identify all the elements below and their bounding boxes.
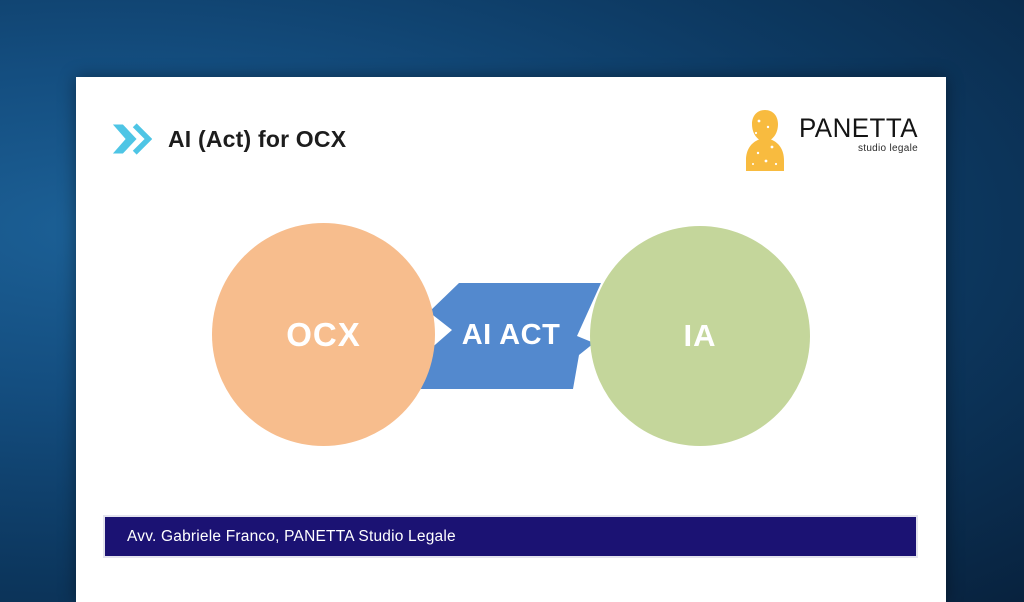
panetta-logo: PANETTA studio legale [744,109,918,171]
footer-text: Avv. Gabriele Franco, PANETTA Studio Leg… [127,527,456,545]
logo-name: PANETTA [798,113,918,143]
title-row: AI (Act) for OCX [112,121,346,157]
slide-title: AI (Act) for OCX [168,125,347,152]
ai-act-arrow-shape [415,283,601,389]
ocx-circle: OCX [212,223,435,446]
logo-tagline: studio legale [857,143,918,154]
bust-icon [745,110,784,171]
ai-act-label: AI ACT [461,319,561,351]
double-chevron-icon [112,123,152,155]
ia-circle: IA [590,226,810,446]
logo-text: PANETTA studio legale [794,109,918,155]
presentation-slide: AI (Act) for OCX PANETTA studio legale [76,77,946,602]
ocx-circle-label: OCX [286,315,361,353]
footer-bar: Avv. Gabriele Franco, PANETTA Studio Leg… [103,515,918,558]
ia-circle-label: IA [683,318,717,353]
